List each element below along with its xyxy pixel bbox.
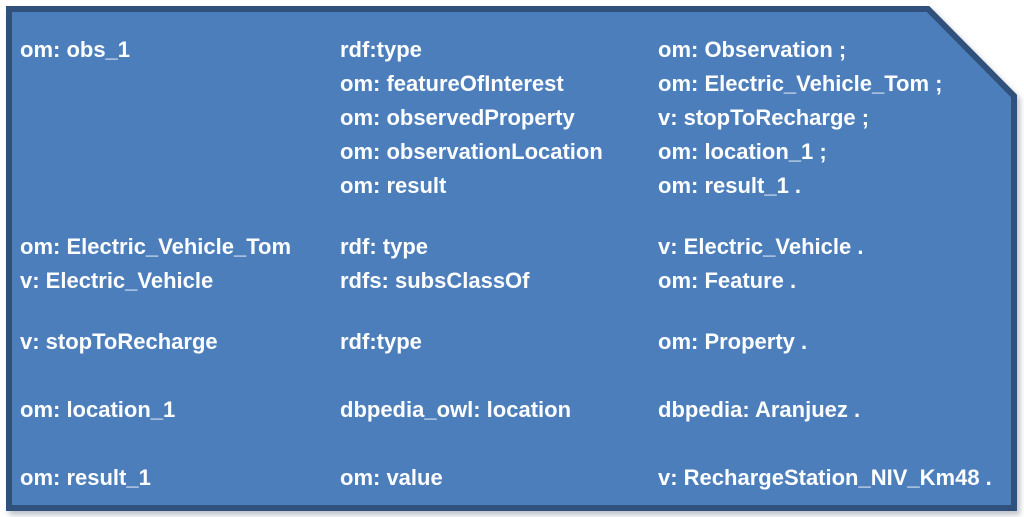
predicate-text: dbpedia_owl: location (340, 397, 572, 422)
predicate-text: om: observationLocation (340, 139, 603, 164)
triple-block: v: stopToRecharge rdf:type om: Property . (0, 325, 1024, 359)
object-text: om: location_1 ; (658, 139, 827, 164)
object-text: dbpedia: Aranjuez . (658, 397, 861, 422)
object-text: om: Observation ; (658, 37, 847, 62)
predicate-text: rdf:type (340, 37, 422, 62)
triple-row: om: observationLocation om: location_1 ; (0, 135, 1024, 169)
object-text: om: result_1 . (658, 173, 802, 198)
triple-block: om: obs_1 rdf:type om: Observation ; om: fe… (0, 33, 1024, 203)
predicate-text: om: value (340, 465, 443, 490)
triple-row: v: stopToRecharge rdf:type om: Property . (0, 325, 1024, 359)
triple-row: v: Electric_Vehicle rdfs: subsClassOf om: … (0, 264, 1024, 298)
subject-text: om: Electric_Vehicle_Tom (20, 234, 292, 259)
subject-text: om: result_1 (20, 465, 151, 490)
object-text: v: stopToRecharge ; (658, 105, 870, 130)
triple-block: om: result_1 om: value v: RechargeStation_… (0, 461, 1024, 495)
predicate-text: rdfs: subsClassOf (340, 268, 530, 293)
subject-text: om: obs_1 (20, 37, 131, 62)
triple-block: om: location_1 dbpedia_owl: location dbped… (0, 393, 1024, 427)
subject-text: v: stopToRecharge (20, 329, 218, 354)
triple-row: om: featureOfInterest om: Electric_Vehicl… (0, 67, 1024, 101)
object-text: om: Electric_Vehicle_Tom ; (658, 71, 943, 96)
predicate-text: om: observedProperty (340, 105, 575, 130)
object-text: v: RechargeStation_NIV_Km48 . (658, 465, 992, 490)
predicate-text: om: result (340, 173, 447, 198)
predicate-text: rdf: type (340, 234, 428, 259)
triple-row: om: obs_1 rdf:type om: Observation ; (0, 33, 1024, 67)
triple-row: om: result om: result_1 . (0, 169, 1024, 203)
triple-row: om: result_1 om: value v: RechargeStation_… (0, 461, 1024, 495)
triple-row: om: Electric_Vehicle_Tom rdf: type v: Elec… (0, 230, 1024, 264)
subject-text: v: Electric_Vehicle (20, 268, 214, 293)
subject-text: om: location_1 (20, 397, 176, 422)
predicate-text: om: featureOfInterest (340, 71, 564, 96)
object-text: om: Property . (658, 329, 808, 354)
note-shape-polygon (6, 6, 1017, 511)
predicate-text: rdf:type (340, 329, 422, 354)
object-text: om: Feature . (658, 268, 797, 293)
triple-block: om: Electric_Vehicle_Tom rdf: type v: Elec… (0, 230, 1024, 298)
triple-row: om: observedProperty v: stopToRecharge ; (0, 101, 1024, 135)
object-text: v: Electric_Vehicle . (658, 234, 864, 259)
triple-row: om: location_1 dbpedia_owl: location dbped… (0, 393, 1024, 427)
